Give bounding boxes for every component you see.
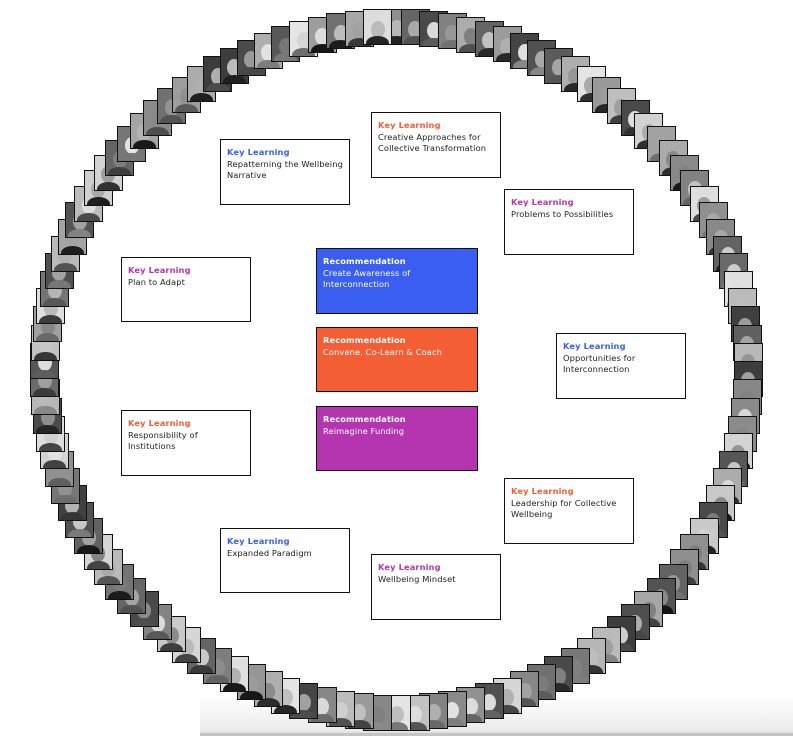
key-learning-label: Key Learning	[563, 341, 626, 351]
key-learning-label: Key Learning	[227, 147, 290, 157]
bottom-edge	[200, 733, 793, 736]
recommendation-label: Recommendation	[323, 335, 406, 345]
key-learning-title: Problems to Possibilities	[511, 209, 614, 219]
recommendation-title: Create Awareness of Interconnection	[323, 268, 411, 289]
key-learning-repatterning: Key Learning Repatterning the Wellbeing …	[220, 139, 350, 205]
recommendation-convene-colearn-coach: Recommendation Convene, Co-Learn & Coach	[316, 327, 478, 392]
portrait-photo	[172, 627, 202, 664]
key-learning-leadership-collective-wellbeing: Key Learning Leadership for Collective W…	[504, 478, 634, 544]
recommendation-label: Recommendation	[323, 256, 406, 266]
key-learning-title: Repatterning the Wellbeing Narrative	[227, 159, 343, 180]
recommendation-title: Convene, Co-Learn & Coach	[323, 347, 443, 357]
key-learning-label: Key Learning	[511, 486, 574, 496]
key-learning-label: Key Learning	[227, 536, 290, 546]
recommendation-title: Reimagine Funding	[323, 426, 405, 436]
key-learning-label: Key Learning	[378, 120, 441, 130]
key-learning-title: Opportunities for Interconnection	[563, 353, 636, 374]
key-learning-label: Key Learning	[128, 418, 191, 428]
key-learning-title: Leadership for Collective Wellbeing	[511, 498, 617, 519]
recommendation-reimagine-funding: Recommendation Reimagine Funding	[316, 406, 478, 471]
key-learning-label: Key Learning	[378, 562, 441, 572]
key-learning-problems-to-possibilities: Key Learning Problems to Possibilities	[504, 189, 634, 255]
key-learning-creative-approaches: Key Learning Creative Approaches for Col…	[371, 112, 501, 178]
key-learning-wellbeing-mindset: Key Learning Wellbeing Mindset	[371, 554, 501, 620]
recommendation-label: Recommendation	[323, 414, 406, 424]
key-learning-title: Plan to Adapt	[128, 277, 185, 287]
key-learning-plan-to-adapt: Key Learning Plan to Adapt	[121, 257, 251, 322]
key-learning-title: Wellbeing Mindset	[378, 574, 456, 584]
portrait-photo	[363, 9, 393, 46]
key-learning-label: Key Learning	[128, 265, 191, 275]
key-learning-responsibility-institutions: Key Learning Responsibility of Instituti…	[121, 410, 251, 476]
key-learning-label: Key Learning	[511, 197, 574, 207]
key-learning-title: Creative Approaches for Collective Trans…	[378, 132, 487, 153]
key-learning-title: Expanded Paradigm	[227, 548, 312, 558]
key-learning-opportunities-interconnection: Key Learning Opportunities for Interconn…	[556, 333, 686, 399]
key-learning-expanded-paradigm: Key Learning Expanded Paradigm	[220, 528, 350, 593]
recommendation-create-awareness: Recommendation Create Awareness of Inter…	[316, 248, 478, 314]
key-learning-title: Responsibility of Institutions	[128, 430, 198, 451]
